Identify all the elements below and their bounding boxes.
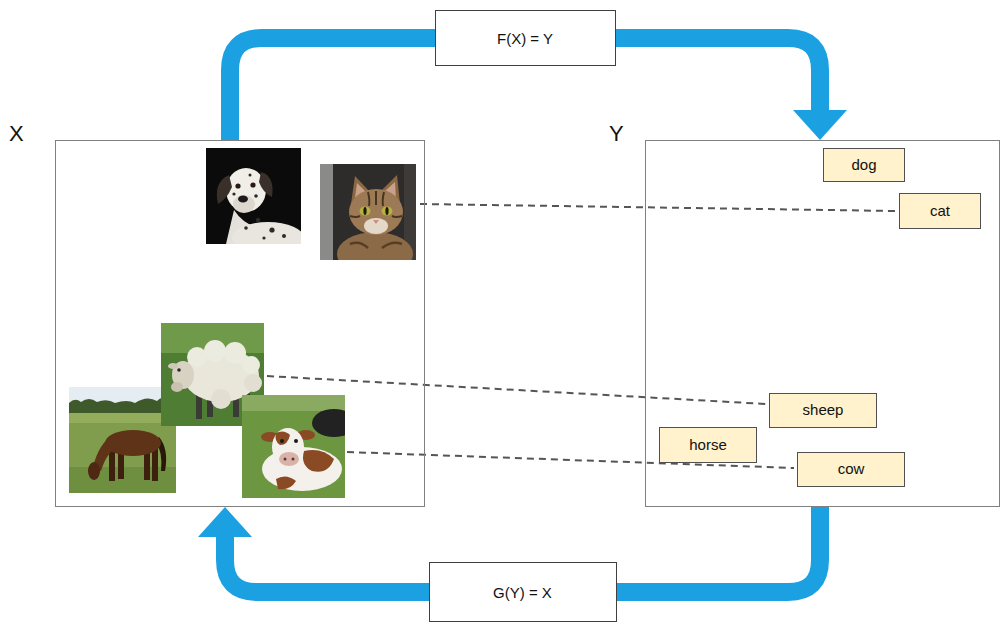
class-label-box: dog — [823, 148, 905, 182]
class-name: cat — [930, 203, 950, 220]
class-name: horse — [689, 437, 727, 454]
function-label: F(X) = Y — [435, 10, 616, 66]
class-label-box: cow — [797, 452, 905, 487]
cow-photo — [242, 395, 356, 498]
class-label-box: horse — [659, 427, 757, 463]
domain-box: Ydogcatsheephorsecow — [645, 140, 1000, 507]
class-label-box: cat — [899, 193, 981, 229]
domain-box: X — [55, 140, 425, 507]
function-label: G(Y) = X — [429, 562, 617, 622]
class-name: dog — [851, 157, 876, 174]
domain-name: Y — [609, 123, 624, 145]
leader-line — [420, 204, 896, 211]
cat-photo — [320, 164, 416, 276]
arrow-head — [198, 507, 252, 537]
class-name: cow — [838, 461, 865, 478]
dog-photo — [206, 148, 304, 254]
horse-photo — [69, 387, 176, 493]
domain-name: X — [9, 123, 24, 145]
arrow-head — [793, 110, 847, 140]
class-label-box: sheep — [769, 393, 877, 428]
class-name: sheep — [803, 402, 844, 419]
leader-line — [267, 376, 766, 404]
